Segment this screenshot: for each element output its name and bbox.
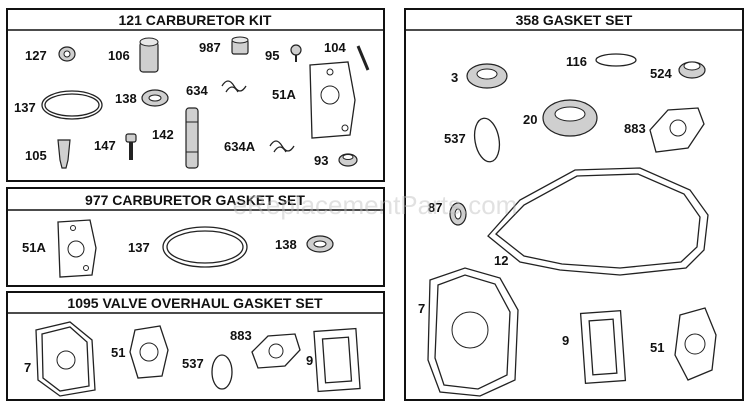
part-label: 9: [306, 353, 313, 368]
carb-kit-title: 121 CARBURETOR KIT: [119, 12, 272, 28]
part-label: 883: [624, 121, 646, 136]
part-label: 51: [650, 340, 664, 355]
part-label: 883: [230, 328, 252, 343]
carb-gasket-panel: [6, 187, 385, 287]
part-label: 104: [324, 40, 346, 55]
part-label: 87: [428, 200, 442, 215]
part-label: 634A: [224, 139, 256, 154]
part-label: 106: [108, 48, 130, 63]
carb-gasket-title: 977 CARBURETOR GASKET SET: [85, 192, 305, 208]
carb-kit-labels: 127 106 987 95 104 137 138 634 51A 105 1…: [14, 40, 346, 168]
part-label: 51A: [22, 240, 46, 255]
part-label: 127: [25, 48, 47, 63]
part-label: 147: [94, 138, 116, 153]
gasket-set-title: 358 GASKET SET: [516, 12, 633, 28]
valve-gasket-parts: [35, 321, 361, 397]
part-label: 9: [562, 333, 569, 348]
part-label: 95: [265, 48, 279, 63]
part-label: 987: [199, 40, 221, 55]
watermark-text: eReplacementParts.com: [233, 190, 518, 220]
carb-gasket-labels: 51A 137 138: [22, 237, 297, 255]
part-label: 138: [275, 237, 297, 252]
valve-gasket-labels: 7 51 537 883 9: [24, 328, 313, 375]
gasket-set-panel: [404, 8, 744, 401]
part-label: 3: [451, 70, 458, 85]
carb-gasket-parts: [57, 219, 334, 278]
part-label: 137: [128, 240, 150, 255]
part-label: 20: [523, 112, 537, 127]
part-label: 93: [314, 153, 328, 168]
valve-gasket-panel: [6, 291, 385, 401]
part-label: 12: [494, 253, 508, 268]
part-label: 537: [182, 356, 204, 371]
part-label: 7: [24, 360, 31, 375]
valve-gasket-title: 1095 VALVE OVERHAUL GASKET SET: [67, 295, 323, 311]
part-label: 537: [444, 131, 466, 146]
part-label: 7: [418, 301, 425, 316]
part-label: 51A: [272, 87, 296, 102]
part-label: 51: [111, 345, 125, 360]
part-label: 105: [25, 148, 47, 163]
part-label: 524: [650, 66, 672, 81]
part-label: 634: [186, 83, 208, 98]
carb-kit-parts: [41, 36, 370, 169]
gasket-set-labels: 116 3 524 20 537 883 87 12 7 9 51: [418, 54, 672, 355]
part-label: 142: [152, 127, 174, 142]
part-label: 138: [115, 91, 137, 106]
gasket-set-parts: [427, 53, 717, 397]
carb-kit-panel: [6, 8, 385, 182]
part-label: 137: [14, 100, 36, 115]
part-label: 116: [566, 54, 587, 69]
